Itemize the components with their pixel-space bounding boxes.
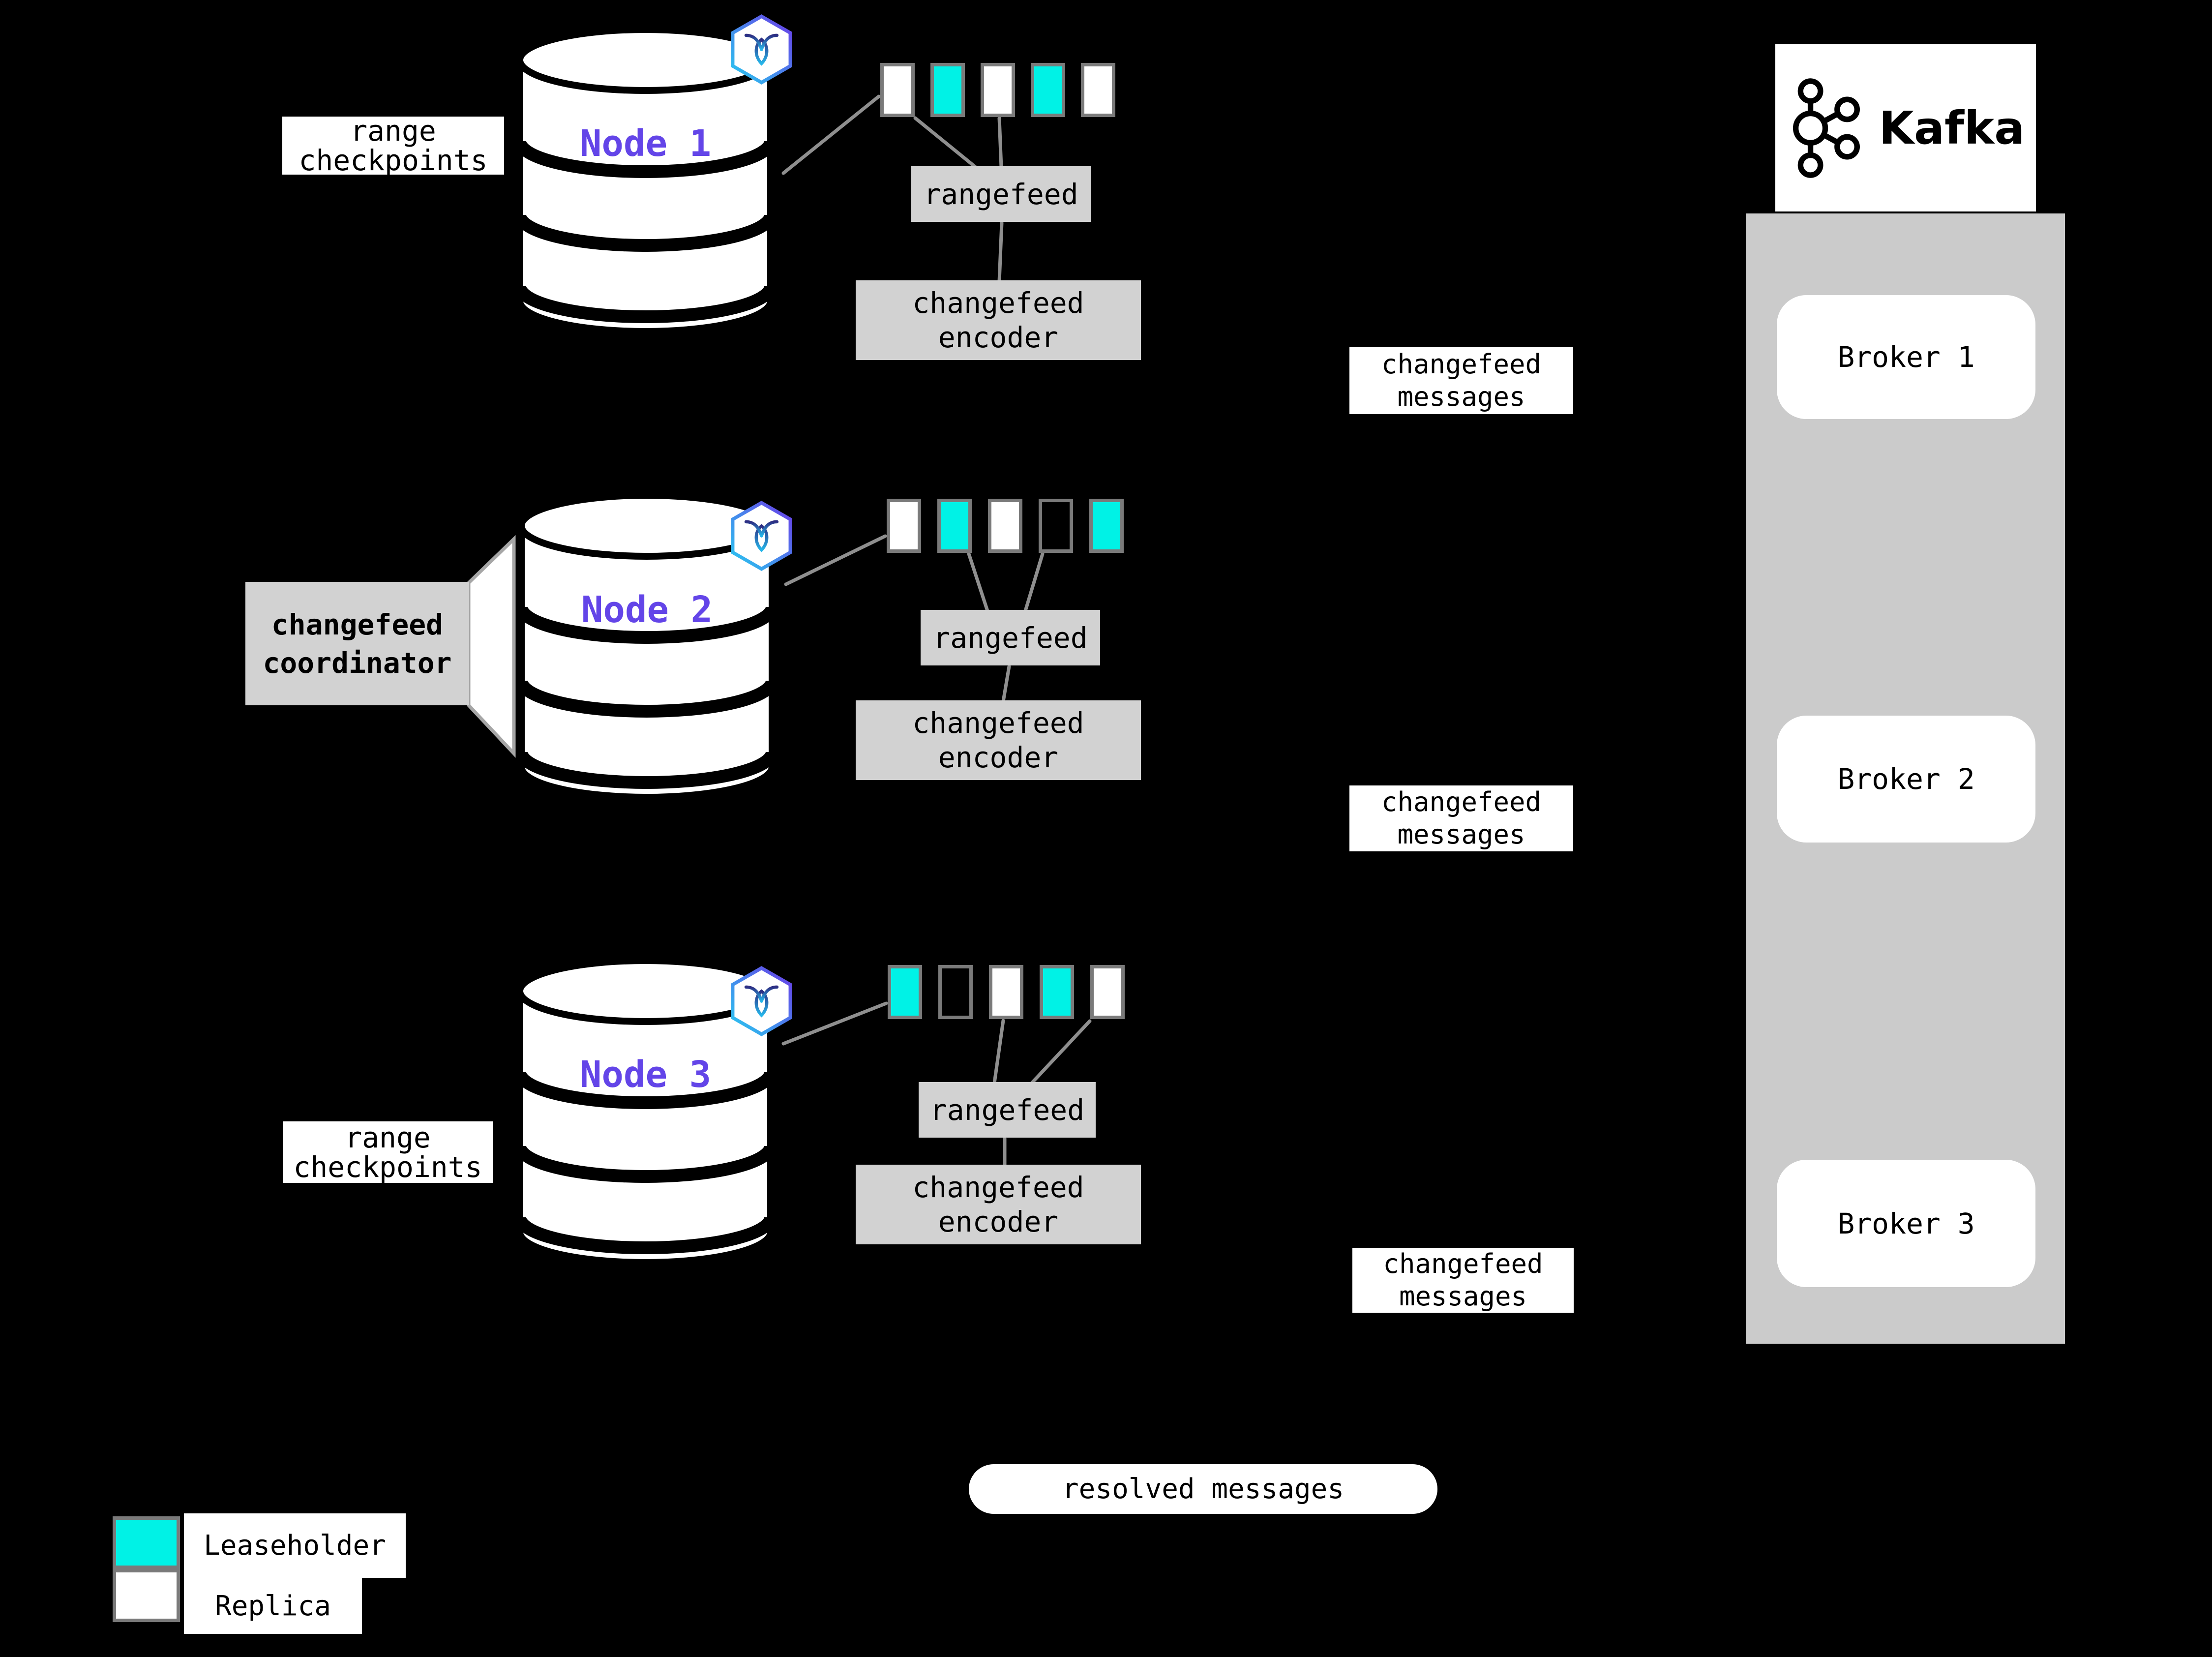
node3-label: Node 3 bbox=[579, 1054, 712, 1096]
node3-database-cylinder bbox=[515, 959, 776, 1264]
range-square-leaseholder bbox=[930, 63, 965, 117]
range-square-leaseholder bbox=[937, 499, 972, 553]
range-square-replica bbox=[1081, 63, 1115, 117]
kafka-logo-box: Kafka bbox=[1775, 44, 2036, 211]
range-square-leaseholder bbox=[1089, 499, 1124, 553]
broker-1-label: Broker 1 bbox=[1837, 340, 1975, 374]
node3-rangefeed-box: rangefeed bbox=[919, 1082, 1096, 1138]
node1-rangefeed-box: rangefeed bbox=[911, 166, 1091, 222]
node2-label: Node 2 bbox=[581, 589, 713, 631]
range-square-replica bbox=[988, 499, 1022, 553]
arrowhead-broker3-icon bbox=[2059, 1216, 2071, 1227]
node1-label: Node 1 bbox=[579, 122, 712, 165]
node2-database-cylinder bbox=[516, 494, 777, 799]
changefeed-messages-label-3: changefeed messages bbox=[1352, 1248, 1574, 1313]
legend-leaseholder-swatch bbox=[113, 1516, 180, 1569]
changefeed-coordinator-box: changefeed coordinator bbox=[245, 582, 469, 705]
range-square-empty bbox=[1039, 499, 1073, 553]
cockroachdb-icon-node1 bbox=[731, 14, 792, 85]
broker-2-label: Broker 2 bbox=[1837, 762, 1975, 796]
node2-rangefeed-box: rangefeed bbox=[921, 610, 1100, 665]
cockroachdb-icon-node3 bbox=[731, 966, 792, 1036]
node2-changefeed-encoder-box: changefeed encoder bbox=[856, 700, 1141, 780]
kafka-title: Kafka bbox=[1879, 101, 2025, 154]
range-square-replica bbox=[880, 63, 915, 117]
node3-range-squares bbox=[888, 965, 1134, 1019]
range-square-leaseholder bbox=[1031, 63, 1065, 117]
range-square-replica bbox=[887, 499, 921, 553]
node2-range-squares bbox=[887, 499, 1133, 553]
changefeed-messages-label-2: changefeed messages bbox=[1349, 785, 1573, 851]
broker-3-box: Broker 3 bbox=[1777, 1160, 2035, 1287]
broker-1-box: Broker 1 bbox=[1777, 295, 2035, 419]
range-checkpoints-label-bottom: range checkpoints bbox=[283, 1121, 493, 1183]
coordinator-banner-shape bbox=[467, 535, 516, 758]
range-square-replica bbox=[989, 965, 1023, 1019]
legend-replica-label: Replica bbox=[184, 1578, 362, 1634]
legend-replica-swatch bbox=[113, 1569, 180, 1622]
range-square-leaseholder bbox=[1040, 965, 1074, 1019]
broker-3-label: Broker 3 bbox=[1837, 1206, 1975, 1240]
node3-changefeed-encoder-box: changefeed encoder bbox=[856, 1165, 1141, 1244]
node1-range-squares bbox=[880, 63, 1126, 117]
cockroachdb-icon-node2 bbox=[731, 501, 792, 571]
broker-2-box: Broker 2 bbox=[1777, 716, 2035, 843]
range-square-leaseholder bbox=[888, 965, 922, 1019]
node1-database-cylinder bbox=[515, 28, 776, 333]
range-square-empty bbox=[938, 965, 973, 1019]
range-square-replica bbox=[981, 63, 1015, 117]
resolved-messages-pill: resolved messages bbox=[969, 1464, 1437, 1514]
range-checkpoints-label-top: range checkpoints bbox=[282, 117, 504, 175]
node1-changefeed-encoder-box: changefeed encoder bbox=[856, 280, 1141, 360]
changefeed-messages-label-1: changefeed messages bbox=[1349, 347, 1573, 414]
arrowhead-coordinator-icon bbox=[230, 635, 249, 650]
legend-leaseholder-label: Leaseholder bbox=[184, 1513, 406, 1578]
kafka-circles-icon bbox=[1793, 78, 1860, 178]
range-square-replica bbox=[1090, 965, 1125, 1019]
